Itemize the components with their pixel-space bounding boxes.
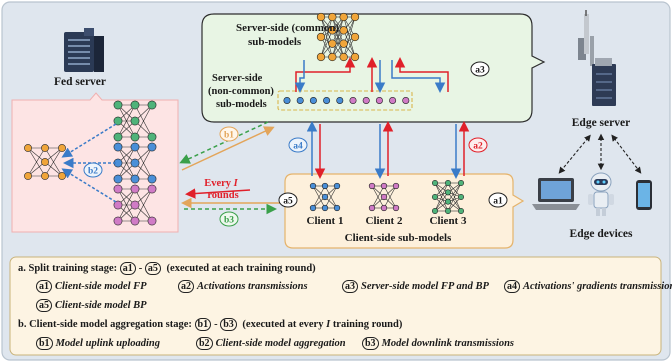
svg-text:b2: b2 (88, 167, 98, 177)
aggregation-arrow-1 (61, 123, 117, 158)
server-noncommon-label-1: Server-side (212, 73, 263, 84)
client2-model-icon (368, 182, 400, 212)
client3-model-icon (432, 180, 464, 214)
client1-model-icon (309, 182, 341, 212)
svg-text:a5: a5 (283, 197, 293, 207)
fed-server-label: Fed server (54, 76, 106, 88)
client3-label: Client 3 (430, 215, 467, 227)
non-common-node (402, 97, 410, 105)
edge-devices-label: Edge devices (570, 228, 633, 240)
client-side-box (284, 173, 525, 249)
client-side-label: Client-side sub-models (345, 232, 452, 244)
non-common-node (296, 97, 304, 105)
robot-icon (588, 172, 614, 216)
svg-text:a4: a4 (293, 142, 303, 152)
marker-b3: b3 (219, 211, 239, 227)
non-common-node (389, 97, 397, 105)
marker-a4: a4 (288, 137, 308, 153)
marker-b2: b2 (83, 162, 103, 178)
uplink-arrow-b1 (181, 126, 275, 171)
server-noncommon-label-3: sub-models (216, 99, 267, 110)
phone-icon (636, 180, 652, 210)
server-common-model-icon (316, 12, 360, 62)
non-common-node (349, 97, 357, 105)
server-common-label-2: sub-models (248, 36, 302, 48)
svg-text:a1: a1 (493, 197, 503, 207)
non-common-node (309, 97, 317, 105)
fed-server-icon (64, 28, 104, 72)
server-fp-arrow-left (295, 57, 356, 92)
marker-a3: a3 (470, 61, 490, 77)
non-common-submodel-box (277, 90, 413, 111)
legend-a-title: a. Split training stage: a1- a5 (execute… (18, 262, 316, 275)
edge-link-phone (611, 134, 642, 174)
marker-b1: b1 (219, 126, 239, 142)
marker-a2: a2 (468, 137, 488, 153)
aggregation-arrow-3 (61, 168, 117, 203)
svg-text:b1: b1 (224, 131, 234, 141)
every-i-rounds-arrow (185, 188, 251, 199)
svg-text:b3: b3 (224, 216, 234, 226)
svg-text:a3: a3 (475, 66, 485, 76)
edge-server-label: Edge server (572, 117, 630, 129)
every-i-rounds-label-2: rounds (207, 190, 238, 201)
fed-model-green-icon (113, 100, 157, 142)
downlink-arrow-top (179, 121, 269, 164)
non-common-node (375, 97, 383, 105)
edge-server-icon (578, 10, 616, 106)
server-side-box (201, 13, 546, 123)
server-common-label-1: Server-side (common) (236, 22, 339, 34)
non-common-node (323, 97, 331, 105)
edge-link-laptop (558, 134, 591, 174)
fed-model-pink-icon (113, 184, 157, 226)
legend-box (9, 256, 662, 356)
client2-label: Client 2 (366, 215, 403, 227)
client1-label: Client 1 (307, 215, 344, 227)
non-common-node (283, 97, 291, 105)
laptop-icon (532, 178, 580, 210)
marker-a1: a1 (488, 192, 508, 208)
server-fp-arrow-right (394, 57, 449, 92)
server-noncommon-label-2: (non-common) (208, 86, 274, 97)
legend-b-title: b. Client-side model aggregation stage: … (18, 318, 403, 331)
server-bp-arrow-right (391, 60, 446, 93)
marker-a5: a5 (278, 192, 298, 208)
non-common-node (336, 97, 344, 105)
svg-text:a2: a2 (473, 142, 483, 152)
server-bp-arrow-left (294, 60, 306, 93)
every-i-rounds-label: Every I (204, 178, 238, 189)
non-common-node (362, 97, 370, 105)
